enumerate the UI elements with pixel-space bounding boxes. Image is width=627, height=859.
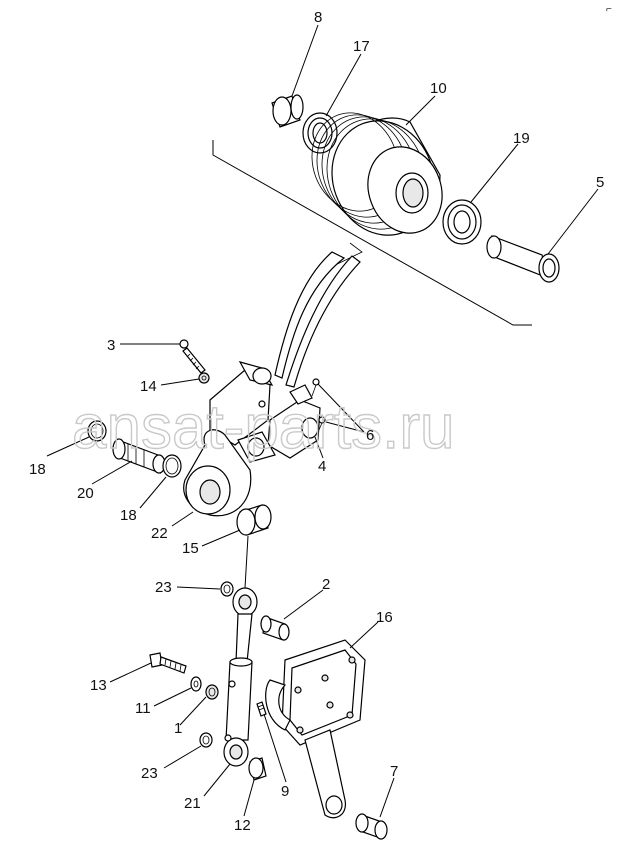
pulley-10 xyxy=(311,112,443,236)
leader-lines xyxy=(46,24,599,818)
nut-1 xyxy=(205,684,219,700)
callout-17: 17 xyxy=(353,38,370,55)
callout-19: 19 xyxy=(513,130,530,147)
callout-7: 7 xyxy=(390,763,398,780)
shaft-5 xyxy=(486,235,560,283)
callout-13: 13 xyxy=(90,677,107,694)
shaft-20 xyxy=(112,438,166,474)
bushing-12 xyxy=(248,757,267,781)
callout-18b: 18 xyxy=(120,507,137,524)
callout-21: 21 xyxy=(184,795,201,812)
lever-16 xyxy=(265,639,366,819)
watermark: ansat-parts.ru xyxy=(72,393,455,462)
callout-1: 1 xyxy=(174,720,182,737)
bolt-3 xyxy=(179,339,206,374)
bushing-8 xyxy=(271,94,304,128)
bolt-13 xyxy=(149,652,187,674)
callout-22: 22 xyxy=(151,525,168,542)
callout-3: 3 xyxy=(107,337,115,354)
screw-9 xyxy=(256,701,267,717)
bearing-17 xyxy=(302,112,338,154)
callout-12: 12 xyxy=(234,817,251,834)
callout-14: 14 xyxy=(140,378,157,395)
bearing-19 xyxy=(442,199,482,245)
callout-15: 15 xyxy=(182,540,199,557)
callout-11: 11 xyxy=(135,700,151,717)
callout-23b: 23 xyxy=(141,765,158,782)
callout-10: 10 xyxy=(430,80,447,97)
ring-23b xyxy=(199,732,213,748)
callout-5: 5 xyxy=(596,174,604,191)
callout-4: 4 xyxy=(318,458,326,475)
pin-7 xyxy=(355,813,388,840)
callout-16: 16 xyxy=(376,609,393,626)
belt xyxy=(274,251,361,388)
callout-labels: 8 17 10 19 5 3 14 6 4 18 20 18 22 15 23 … xyxy=(29,9,604,834)
cylinder-21 xyxy=(223,587,258,767)
nut-14 xyxy=(198,372,210,384)
bushing-15 xyxy=(236,504,272,536)
callout-23a: 23 xyxy=(155,579,172,596)
ring-18b xyxy=(162,454,182,478)
ring-23a xyxy=(220,581,234,597)
callout-20: 20 xyxy=(77,485,94,502)
callout-2: 2 xyxy=(322,576,330,593)
corner-mark: ⌐ xyxy=(606,4,612,15)
callout-9: 9 xyxy=(281,783,289,800)
callout-18a: 18 xyxy=(29,461,46,478)
callout-6: 6 xyxy=(366,427,374,444)
pin-2 xyxy=(260,615,290,641)
ring-18a xyxy=(87,420,107,442)
callout-8: 8 xyxy=(314,9,322,26)
bracket-assembly xyxy=(183,361,326,517)
washer-11 xyxy=(190,676,202,692)
